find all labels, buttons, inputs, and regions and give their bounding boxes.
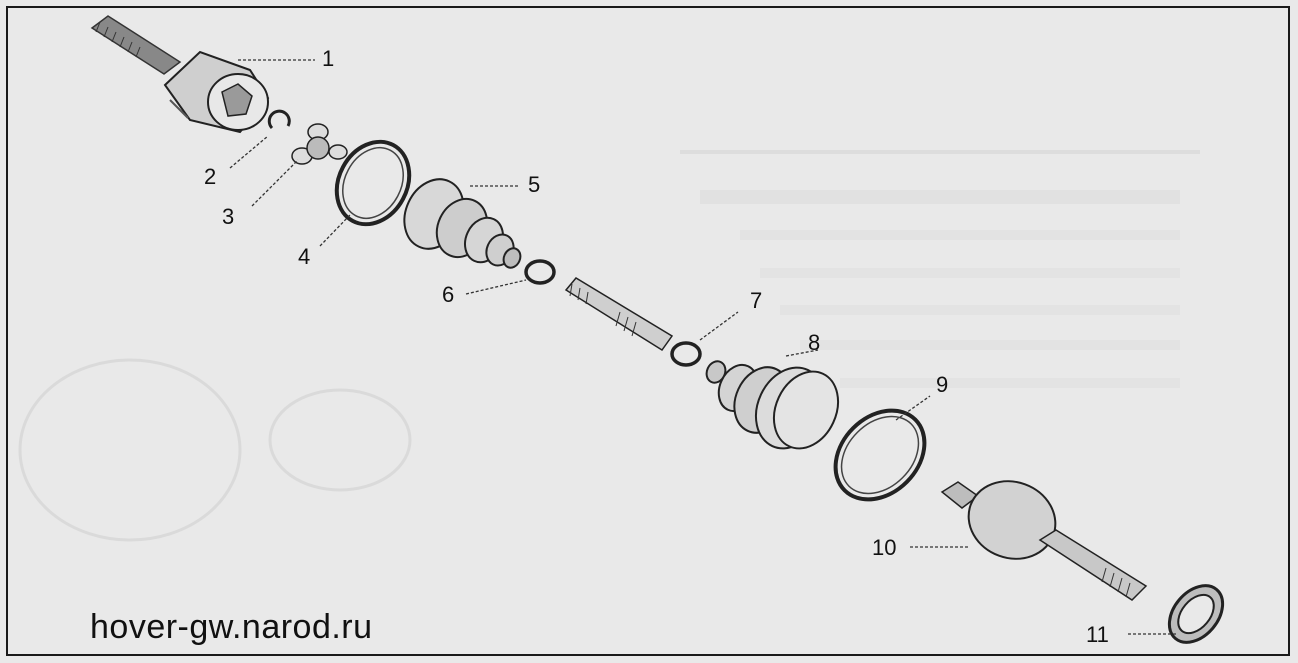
part-2-circlip (267, 109, 291, 130)
callout-5: 5 (528, 172, 540, 197)
website-watermark: hover-gw.narod.ru (90, 608, 373, 646)
callout-11: 11 (1086, 622, 1109, 647)
leader-lines (229, 59, 1176, 635)
part-7-small-clamp (670, 341, 702, 367)
callout-10: 10 (872, 535, 896, 560)
part-10-outer-joint (940, 480, 1148, 601)
callout-1: 1 (322, 46, 334, 71)
callout-9: 9 (936, 372, 948, 397)
callout-4: 4 (298, 244, 310, 269)
callout-6: 6 (442, 282, 454, 307)
callout-7: 7 (750, 288, 762, 313)
intermediate-shaft (564, 277, 674, 352)
part-1-inner-joint-housing (90, 15, 270, 134)
background-ghost-print (18, 150, 1200, 542)
diagram-frame (6, 6, 1290, 656)
callout-2: 2 (204, 164, 216, 189)
part-8-boot (705, 360, 840, 450)
part-6-small-clamp (524, 259, 556, 285)
callout-3: 3 (222, 204, 234, 229)
part-4-clamp-ring (334, 139, 412, 227)
callout-8: 8 (808, 330, 820, 355)
part-5-boot (403, 178, 522, 269)
part-3-tripod (291, 123, 348, 165)
part-9-clamp-ring (833, 408, 927, 502)
part-11-seal (1167, 584, 1225, 644)
